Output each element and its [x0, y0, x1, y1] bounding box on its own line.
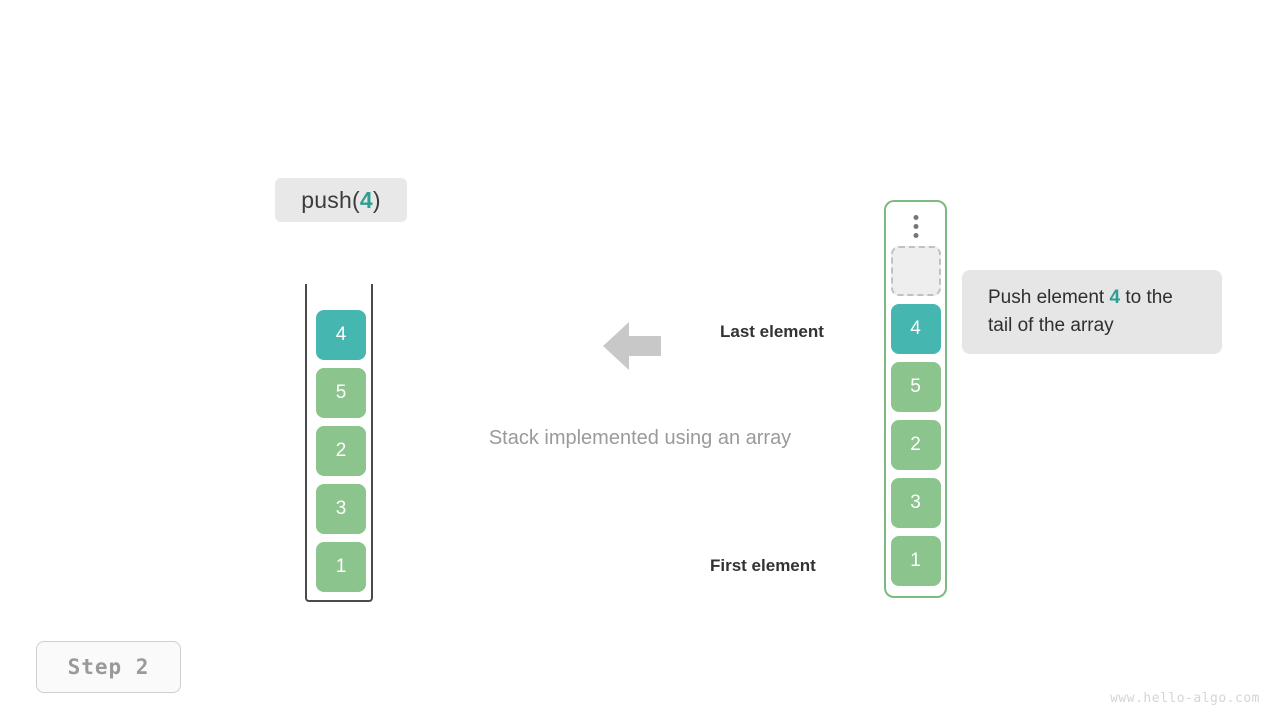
- stack-container: 4 5 2 3 1: [305, 284, 373, 602]
- ellipsis-dot: [913, 224, 918, 229]
- array-cell: 5: [890, 362, 941, 412]
- stack-cell-value: 5: [335, 382, 347, 403]
- stack-cell-value: 4: [335, 324, 347, 345]
- stack-cell-value: 3: [335, 498, 347, 519]
- note-accent-value: 4: [1109, 287, 1121, 308]
- array-cell: 2: [890, 420, 941, 470]
- stack-cell: 5: [316, 368, 366, 418]
- stack-cell: 3: [316, 484, 366, 534]
- array-empty-slot: [890, 246, 941, 296]
- array-cell-list: 4 5 2 3 1: [890, 246, 941, 586]
- array-cell: 4: [890, 304, 941, 354]
- stack-cell: 2: [316, 426, 366, 476]
- ellipsis-dot: [913, 215, 918, 220]
- array-container: 4 5 2 3 1: [884, 200, 947, 598]
- stack-caption: Stack implemented using an array: [488, 427, 792, 449]
- vertical-ellipsis-icon: [913, 215, 918, 238]
- step-badge: Step 2: [36, 641, 181, 693]
- arrow-left-icon: [603, 322, 661, 370]
- operation-argument: 4: [359, 186, 373, 213]
- array-cell-value: 1: [910, 550, 921, 571]
- note-text-before: Push element: [988, 287, 1110, 308]
- annotation-note: Push element 4 to the tail of the array: [962, 270, 1222, 354]
- stack-cell-list: 4 5 2 3 1: [316, 310, 366, 592]
- array-cell-value: 4: [910, 318, 921, 339]
- first-element-label: First element: [710, 556, 816, 575]
- array-cell-value: 3: [910, 492, 921, 513]
- stack-cell-value: 1: [335, 556, 347, 577]
- operation-suffix: ): [372, 186, 381, 213]
- stack-cell-value: 2: [335, 440, 347, 461]
- stack-cell: 4: [316, 310, 366, 360]
- array-cell-value: 2: [910, 434, 921, 455]
- array-cell-value: 5: [910, 376, 921, 397]
- array-cell: 1: [890, 536, 941, 586]
- array-cell: 3: [890, 478, 941, 528]
- ellipsis-dot: [913, 233, 918, 238]
- operation-label: push(4): [275, 178, 407, 222]
- last-element-label: Last element: [720, 322, 824, 341]
- stack-cell: 1: [316, 542, 366, 592]
- note-text-after: to the tail of the array: [988, 287, 1173, 336]
- operation-prefix: push(: [301, 186, 360, 213]
- watermark: www.hello-algo.com: [1110, 691, 1260, 706]
